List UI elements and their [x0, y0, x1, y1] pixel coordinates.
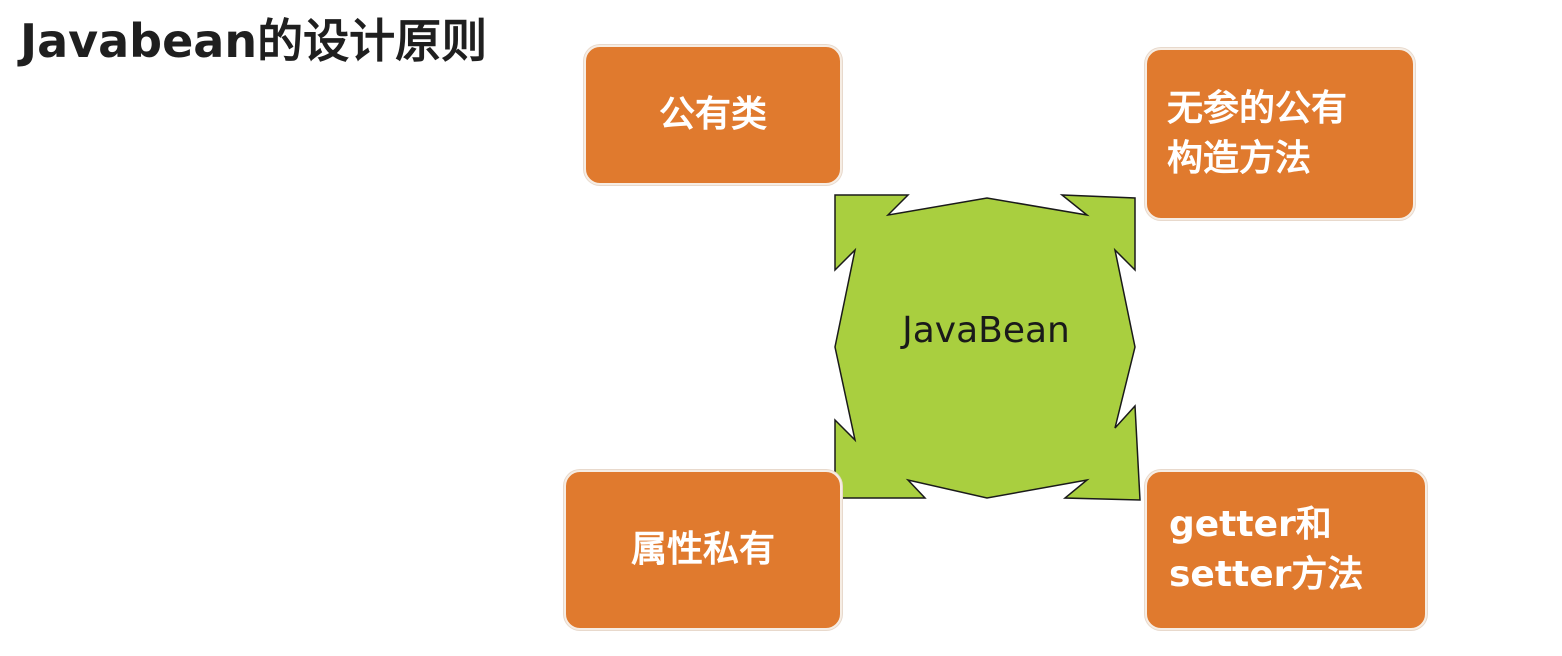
- box-no-arg-constructor-text: 无参的公有 构造方法: [1167, 87, 1348, 179]
- center-label: JavaBean: [902, 310, 1070, 351]
- four-way-arrow-shape: [834, 194, 1141, 501]
- box-public-class-text: 公有类: [658, 93, 767, 135]
- box-no-arg-constructor: 无参的公有 构造方法: [1145, 48, 1415, 220]
- four-way-arrow-shape-path: [834, 194, 1141, 501]
- box-private-properties-text: 属性私有: [630, 528, 775, 570]
- slide-title: Javabean的设计原则: [20, 14, 488, 68]
- box-getter-setter-text: getter和 setter方法: [1169, 503, 1364, 595]
- box-public-class: 公有类: [584, 45, 842, 185]
- box-private-properties: 属性私有: [564, 470, 842, 630]
- box-getter-setter: getter和 setter方法: [1145, 470, 1427, 630]
